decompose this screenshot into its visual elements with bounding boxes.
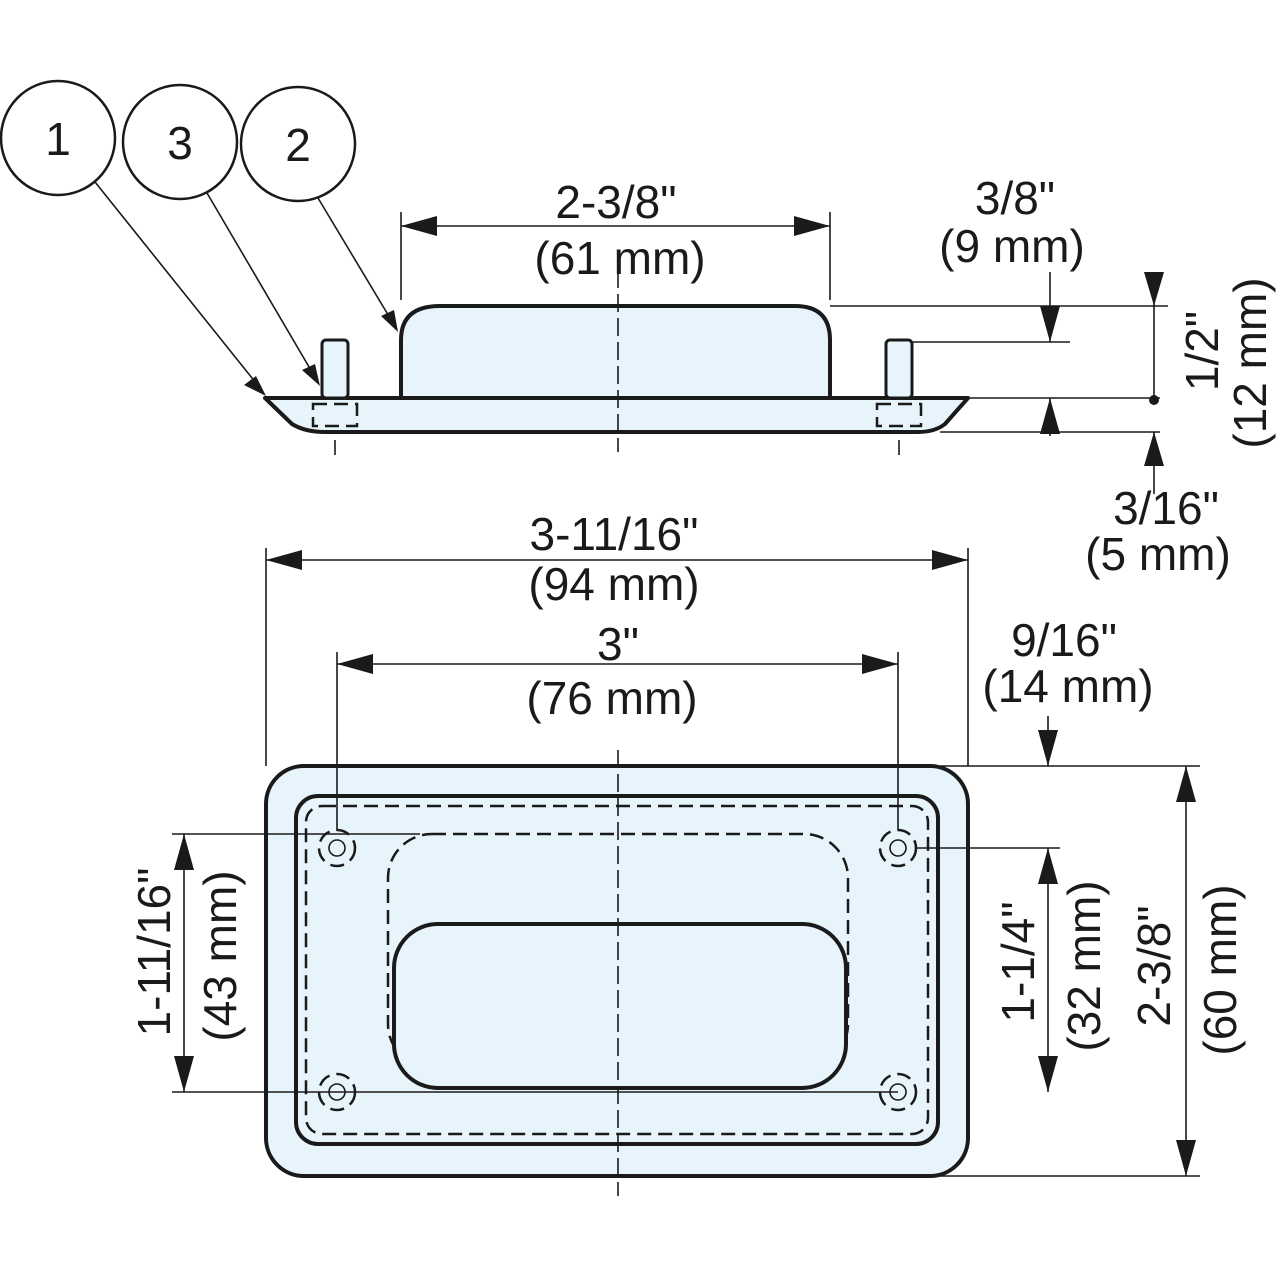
dim-stud-x-arrow-l bbox=[337, 654, 373, 674]
side-stud-right bbox=[884, 338, 914, 400]
balloon-1-label: 1 bbox=[45, 113, 71, 165]
balloon-3 bbox=[121, 83, 239, 201]
overall-width-label: 3-11/16" bbox=[530, 508, 699, 560]
side-cup bbox=[399, 304, 832, 400]
dim-overall-width-arrow-r bbox=[932, 550, 968, 570]
dim-total-arrow-top bbox=[1144, 272, 1164, 306]
total-height-mm-label: (12 mm) bbox=[1224, 277, 1276, 448]
stud-spacing-y-mm-label: (43 mm) bbox=[194, 870, 246, 1041]
leader-1-arrow bbox=[244, 376, 266, 396]
dim-depth-arrow-bottom bbox=[1040, 398, 1060, 434]
leader-1 bbox=[94, 181, 257, 384]
side-flange bbox=[263, 396, 970, 434]
leader-2-arrow bbox=[381, 310, 398, 332]
balloon-3-label: 3 bbox=[167, 117, 193, 169]
side-dimensions: 2-3/8" (61 mm) 3/8" (9 mm) 1/2" (12 mm) … bbox=[400, 172, 1276, 580]
stud-spacing-y-label: 1-11/16" bbox=[128, 868, 180, 1037]
balloon-2-label: 2 bbox=[285, 119, 311, 171]
dim-offset-arrow bbox=[1038, 730, 1058, 766]
total-height-label: 1/2" bbox=[1176, 311, 1228, 391]
flange-offset-mm-label: (14 mm) bbox=[982, 660, 1153, 712]
dim-stud-x-arrow-r bbox=[862, 654, 898, 674]
front-view bbox=[264, 750, 970, 1196]
dim-overall-height-arrow-top bbox=[1176, 766, 1196, 802]
leader-3-arrow bbox=[302, 364, 320, 386]
cup-depth-mm-label: (9 mm) bbox=[939, 220, 1085, 272]
leader-3 bbox=[206, 192, 313, 373]
dim-depth-arrow-top bbox=[1040, 306, 1060, 342]
front-grip-recess bbox=[392, 922, 848, 1090]
dim-stud-y-arrow-top bbox=[174, 834, 194, 870]
dim-cup-width-arrow-r bbox=[794, 216, 830, 236]
dim-stud-y-arrow-bottom bbox=[174, 1056, 194, 1092]
dim-total-dot bbox=[1149, 395, 1159, 405]
stud-spacing-x-mm-label: (76 mm) bbox=[526, 672, 697, 724]
flange-thickness-mm-label: (5 mm) bbox=[1085, 528, 1231, 580]
stud-spacing-x-label: 3" bbox=[597, 618, 639, 670]
balloon-callouts: 1 3 2 bbox=[0, 79, 398, 396]
side-nut-left bbox=[311, 402, 359, 428]
front-hidden-edge bbox=[304, 804, 930, 1136]
dim-cup-width-arrow-l bbox=[401, 216, 437, 236]
dim-inner-arrow-top bbox=[1038, 848, 1058, 884]
overall-height-mm-label: (60 mm) bbox=[1194, 884, 1246, 1055]
dim-thickness-arrow bbox=[1144, 432, 1164, 466]
flange-thickness-label: 3/16" bbox=[1113, 482, 1219, 534]
overall-height-label: 2-3/8" bbox=[1128, 905, 1180, 1026]
dim-inner-arrow-bottom bbox=[1038, 1056, 1058, 1092]
dim-overall-height-arrow-bottom bbox=[1176, 1140, 1196, 1176]
flange-offset-label: 9/16" bbox=[1011, 614, 1117, 666]
inner-height-label: 1-1/4" bbox=[992, 901, 1044, 1022]
cup-depth-label: 3/8" bbox=[975, 172, 1055, 224]
leader-2 bbox=[317, 197, 391, 319]
dim-overall-width-arrow-l bbox=[266, 550, 302, 570]
side-view bbox=[263, 270, 970, 455]
overall-width-mm-label: (94 mm) bbox=[528, 558, 699, 610]
inner-height-mm-label: (32 mm) bbox=[1058, 880, 1110, 1051]
front-dimensions: 3-11/16" (94 mm) 3" (76 mm) 9/16" (14 mm… bbox=[128, 508, 1246, 1177]
cup-width-mm-label: (61 mm) bbox=[534, 232, 705, 284]
balloon-1 bbox=[0, 79, 117, 197]
cup-width-label: 2-3/8" bbox=[555, 176, 676, 228]
side-nut-right bbox=[875, 402, 923, 428]
balloon-2 bbox=[239, 85, 357, 203]
side-stud-left bbox=[320, 338, 350, 400]
